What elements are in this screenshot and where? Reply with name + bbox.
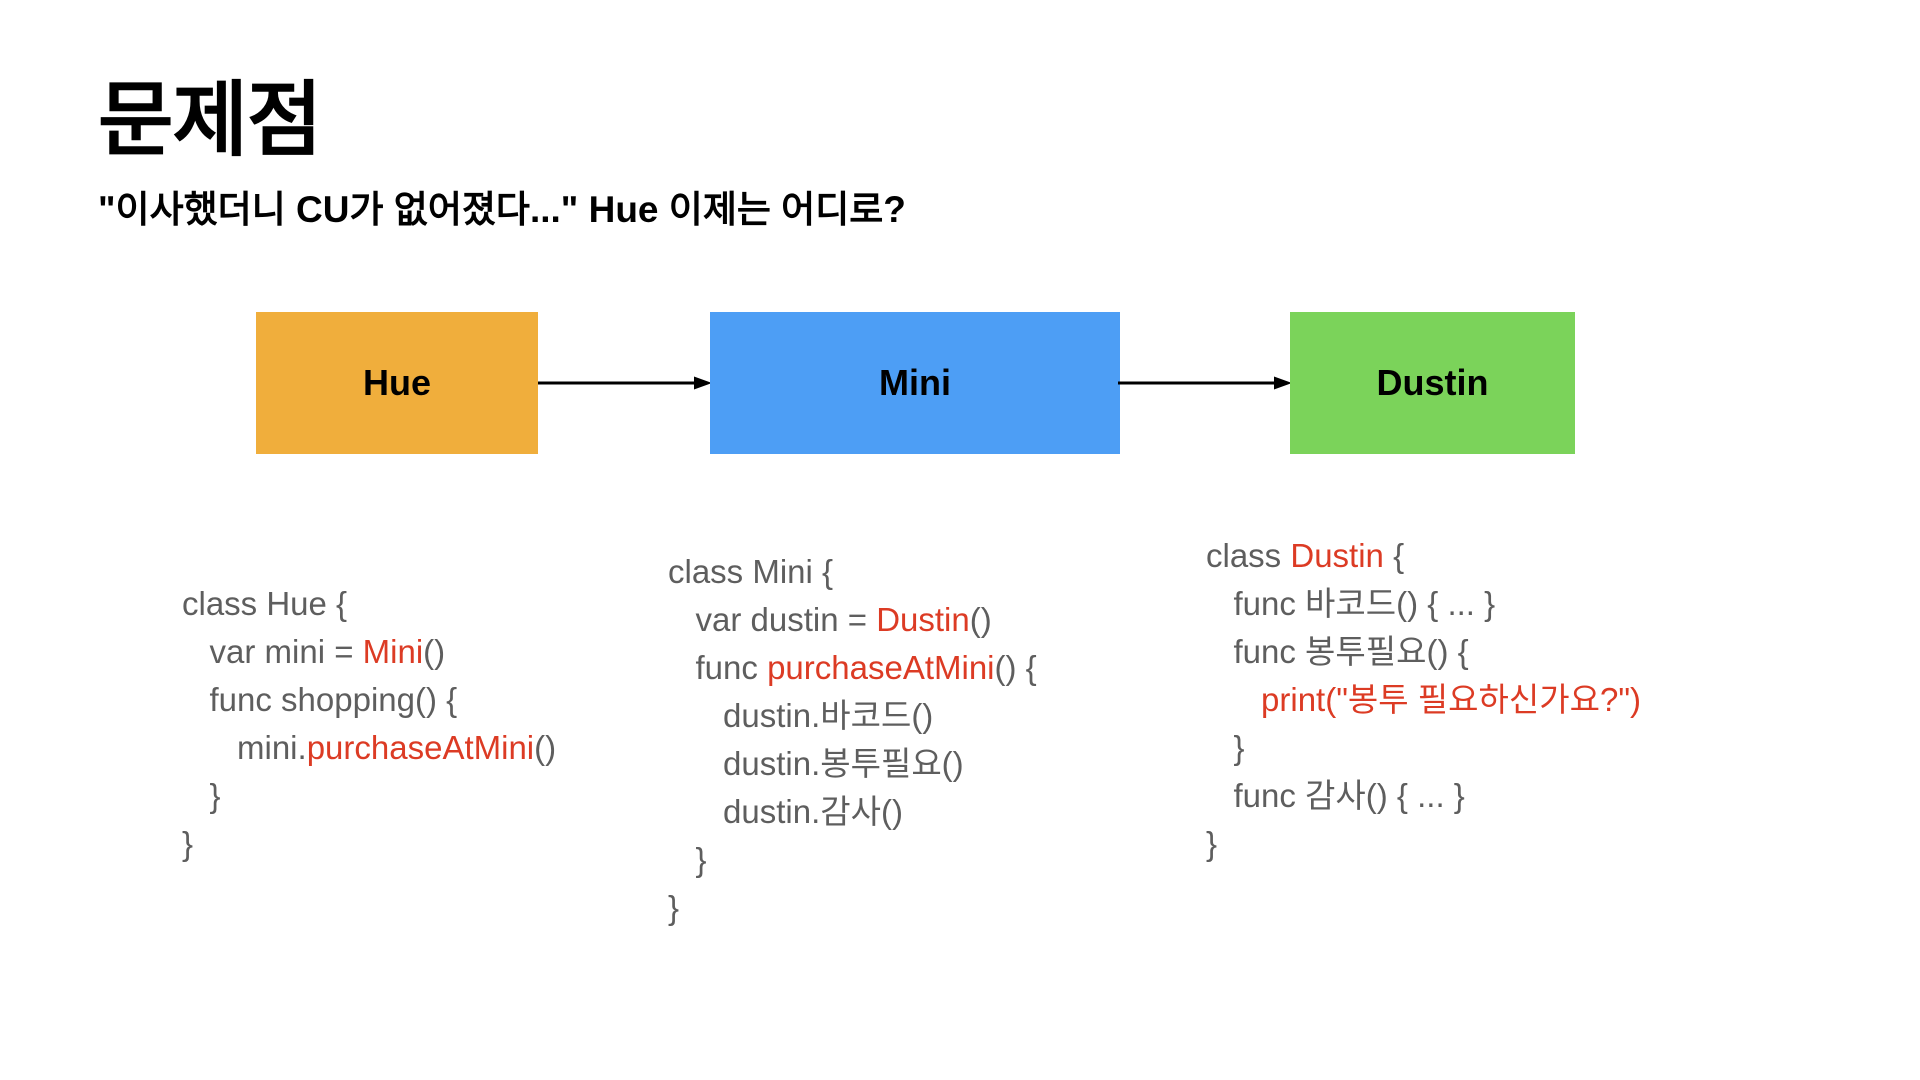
flow-node-dustin[interactable]: Dustin [1290, 312, 1575, 454]
code-line: func 봉투필요() { [1206, 628, 1641, 676]
code-token: mini. [182, 729, 307, 766]
code-line: dustin.바코드() [668, 692, 1037, 740]
code-line: dustin.봉투필요() [668, 740, 1037, 788]
code-block-hue: class Hue { var mini = Mini() func shopp… [182, 580, 556, 868]
code-token: dustin.감사() [668, 793, 903, 830]
code-token [1206, 681, 1261, 718]
code-token: func [668, 649, 768, 686]
code-token: } [1206, 825, 1218, 862]
code-line: dustin.감사() [668, 788, 1037, 836]
flow-node-mini[interactable]: Mini [710, 312, 1120, 454]
code-line: mini.purchaseAtMini() [182, 724, 556, 772]
code-token-accent: Mini [362, 633, 424, 670]
code-token: } [668, 841, 707, 878]
page-subtitle: "이사했더니 CU가 없어졌다..." Hue 이제는 어디로? [98, 189, 906, 230]
code-line: } [1206, 724, 1641, 772]
code-token: } [182, 777, 221, 814]
code-line: var dustin = Dustin() [668, 596, 1037, 644]
code-token: class Hue { [182, 585, 348, 622]
code-line: } [182, 772, 556, 820]
code-token: var dustin = [668, 601, 877, 638]
code-token: func 바코드() { ... } [1206, 585, 1496, 622]
flow-node-hue[interactable]: Hue [256, 312, 538, 454]
code-line: } [182, 820, 556, 868]
code-line: func purchaseAtMini() { [668, 644, 1037, 692]
code-line: func shopping() { [182, 676, 556, 724]
code-token: var mini = [182, 633, 363, 670]
code-block-dustin: class Dustin { func 바코드() { ... } func 봉… [1206, 532, 1641, 868]
code-line: class Mini { [668, 548, 1037, 596]
code-token: func 감사() { ... } [1206, 777, 1465, 814]
code-line: func 감사() { ... } [1206, 772, 1641, 820]
flow-arrow-mini-to-dustin [1118, 375, 1292, 391]
code-line: print("봉투 필요하신가요?") [1206, 676, 1641, 724]
code-token: } [668, 889, 680, 926]
flow-node-dustin-label: Dustin [1376, 362, 1489, 403]
code-line: func 바코드() { ... } [1206, 580, 1641, 628]
code-line: } [1206, 820, 1641, 868]
code-token: dustin.바코드() [668, 697, 934, 734]
code-token: class Mini { [668, 553, 834, 590]
code-token: () { [994, 649, 1037, 686]
code-token-accent: purchaseAtMini [306, 729, 535, 766]
flow-diagram: Hue Mini Dustin [0, 312, 1920, 454]
code-token: func shopping() { [182, 681, 458, 718]
code-token: dustin.봉투필요() [668, 745, 964, 782]
code-line: var mini = Mini() [182, 628, 556, 676]
code-token: () [969, 601, 992, 638]
flow-arrow-hue-to-mini [538, 375, 712, 391]
code-line: } [668, 884, 1037, 932]
code-token: } [182, 825, 194, 862]
flow-node-hue-label: Hue [362, 362, 431, 403]
code-line: class Dustin { [1206, 532, 1641, 580]
code-token-accent: Dustin [876, 601, 970, 638]
code-token: () [534, 729, 557, 766]
code-token-accent: Dustin [1290, 537, 1384, 574]
code-token-accent: print("봉투 필요하신가요?") [1261, 681, 1642, 718]
code-block-mini: class Mini { var dustin = Dustin() func … [668, 548, 1037, 932]
code-token: { [1383, 537, 1405, 574]
code-token: } [1206, 729, 1245, 766]
flow-node-mini-label: Mini [879, 362, 951, 403]
page-title: 문제점 [98, 75, 322, 166]
code-line: class Hue { [182, 580, 556, 628]
code-token: class [1206, 537, 1291, 574]
code-line: } [668, 836, 1037, 884]
code-token-accent: purchaseAtMini [767, 649, 995, 686]
code-token: () [423, 633, 446, 670]
code-token: func 봉투필요() { [1206, 633, 1469, 670]
